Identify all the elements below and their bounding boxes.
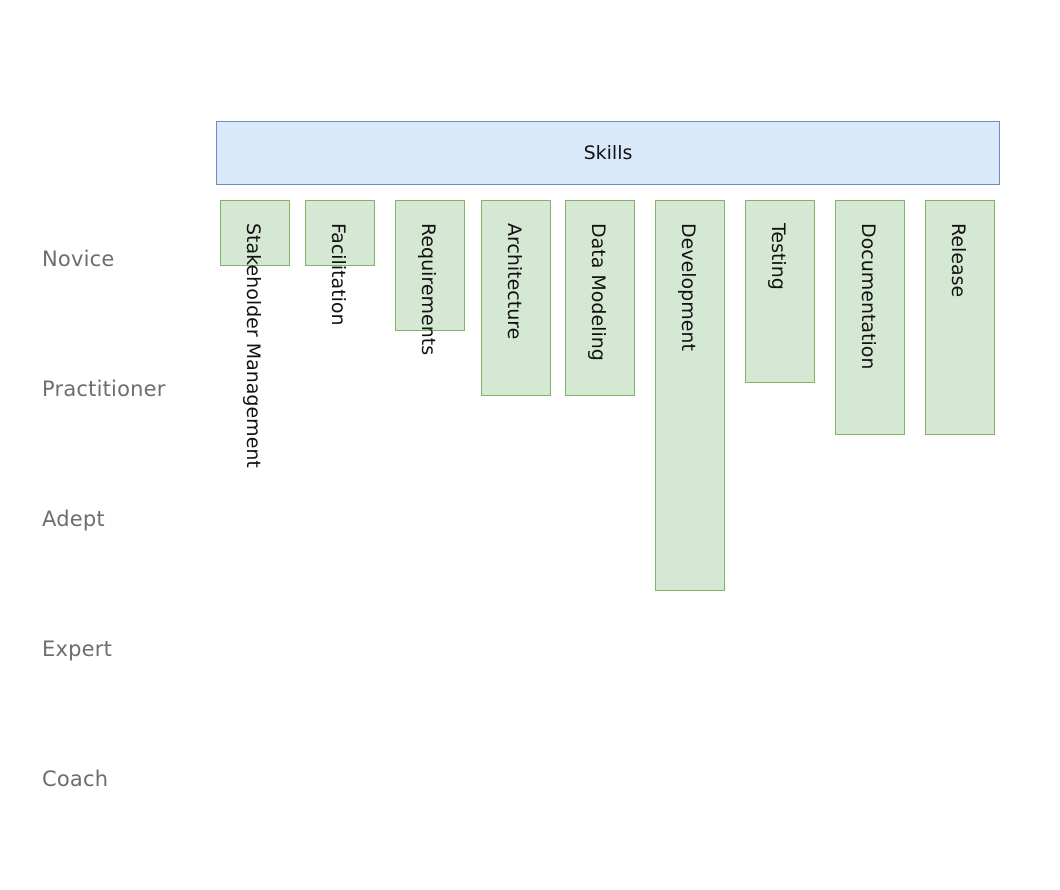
- skill-bar-requirements: Requirements: [395, 200, 465, 355]
- skill-label: Facilitation: [327, 223, 349, 326]
- skill-bar-architecture: Architecture: [481, 200, 551, 396]
- skill-bar-facilitation: Facilitation: [305, 200, 375, 326]
- level-label-novice: Novice: [42, 247, 115, 271]
- skill-bar-documentation: Documentation: [835, 200, 905, 435]
- skill-bar-data-modeling: Data Modeling: [565, 200, 635, 396]
- skill-bar-stakeholder-management: Stakeholder Management: [220, 200, 290, 468]
- skill-bar-development: Development: [655, 200, 725, 591]
- skill-label: Documentation: [857, 223, 879, 370]
- level-label-adept: Adept: [42, 507, 105, 531]
- skill-label: Requirements: [417, 223, 439, 356]
- skill-label: Testing: [767, 223, 789, 290]
- skill-label: Stakeholder Management: [242, 223, 264, 468]
- skill-label: Data Modeling: [587, 223, 609, 361]
- skill-bar-release: Release: [925, 200, 995, 435]
- level-label-practitioner: Practitioner: [42, 377, 166, 401]
- level-label-expert: Expert: [42, 637, 113, 661]
- skills-header: Skills: [216, 121, 1000, 185]
- skill-label: Development: [677, 223, 699, 351]
- skill-label: Architecture: [503, 223, 525, 340]
- skill-bar-testing: Testing: [745, 200, 815, 383]
- skill-label: Release: [947, 223, 969, 298]
- skills-header-title: Skills: [583, 142, 633, 164]
- level-label-coach: Coach: [42, 767, 109, 791]
